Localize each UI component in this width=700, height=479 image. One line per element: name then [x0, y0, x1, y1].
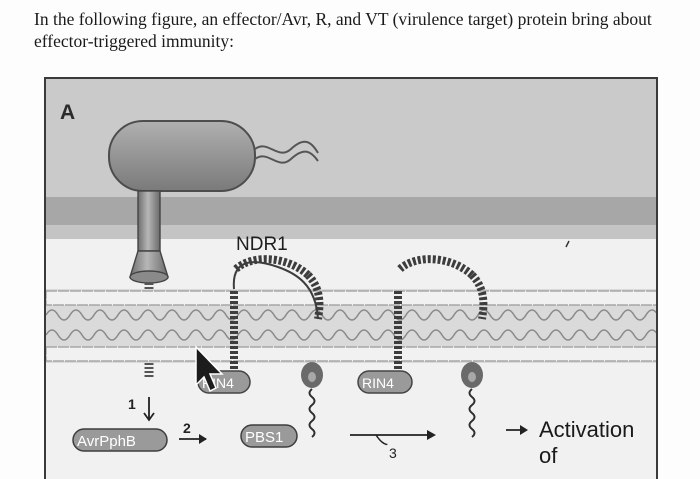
pbs1-protein: PBS1 [240, 424, 298, 448]
r-protein-right [394, 255, 488, 379]
activation-label-line2: of [539, 443, 558, 468]
svg-text:3: 3 [389, 445, 397, 461]
svg-text:1: 1 [128, 396, 136, 412]
cursor-arrow-icon [195, 345, 224, 393]
svg-text:2: 2 [183, 420, 191, 436]
ndr1-label: NDR1 [236, 234, 288, 255]
step2-arrow: 2 [179, 420, 207, 444]
secretion-needle [129, 190, 169, 377]
figure-panel: A NDR1 [44, 77, 658, 479]
anchored-protein-2 [461, 362, 483, 438]
step3-arrow: 3 [350, 430, 436, 462]
svg-text:PBS1: PBS1 [245, 429, 283, 446]
effector-triggered-immunity-diagram: A NDR1 [46, 79, 656, 468]
panel-label: A [60, 101, 75, 124]
activation-arrow [506, 425, 528, 435]
question-text: In the following figure, an effector/Avr… [34, 9, 652, 51]
step1-arrow: 1 [128, 396, 155, 422]
avrphb-protein: AvrPphB [72, 428, 168, 452]
r-protein-left [230, 255, 324, 379]
svg-text:AvrPphB: AvrPphB [77, 433, 136, 450]
rin4-right: RIN4 [357, 370, 413, 394]
anchored-protein-1 [301, 362, 323, 438]
activation-label: Activation [539, 417, 634, 442]
bacterium [108, 120, 319, 192]
svg-text:RIN4: RIN4 [362, 375, 394, 391]
plasma-membrane [46, 289, 656, 363]
